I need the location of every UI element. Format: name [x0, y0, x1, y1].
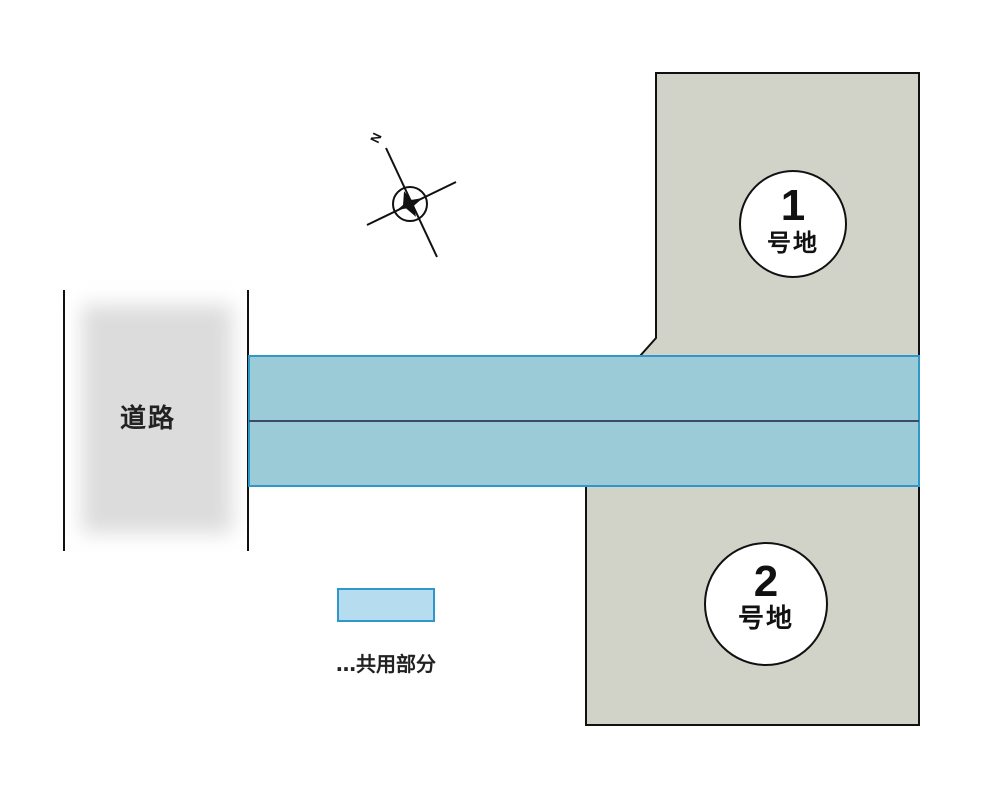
road-area: [82, 305, 232, 533]
lot-2-badge: 2 号地: [704, 542, 828, 666]
lot-1-badge: 1 号地: [739, 170, 847, 278]
road-label: 道路: [119, 404, 176, 434]
shared-area-upper: [248, 355, 920, 422]
shared-area-lower: [248, 420, 920, 487]
north-arrow-icon: N: [366, 130, 457, 258]
lot-1-number: 1: [780, 181, 806, 230]
legend-shared-swatch: [337, 588, 435, 622]
lot-2-suffix: 号地: [737, 604, 794, 634]
north-label: N: [367, 130, 385, 145]
lot-1-suffix: 号地: [767, 229, 819, 257]
legend-shared-label: …共用部分: [336, 652, 436, 676]
lot-2-number: 2: [753, 557, 779, 606]
